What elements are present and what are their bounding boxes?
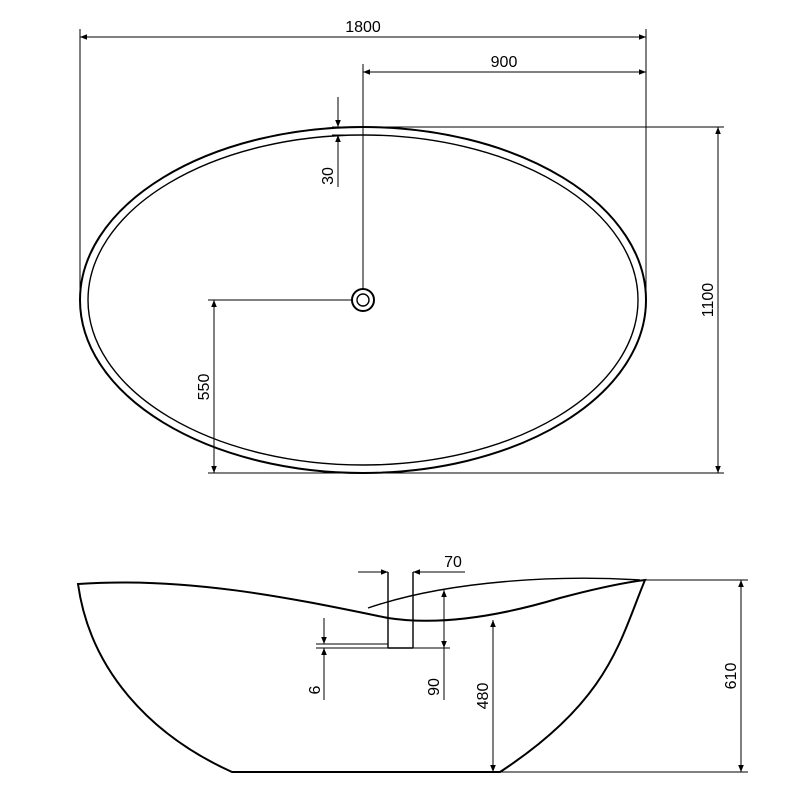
top-view: 1800 900 30 1100 550 [79,19,724,474]
drain-inner [356,293,370,307]
dim-label-overflow-depth: 90 [426,678,443,696]
dim-label-overflow-width: 70 [444,554,462,571]
side-view: 70 6 90 480 610 [76,554,748,773]
dim-label-total-height: 610 [723,663,740,690]
tub-body-outline [76,578,647,773]
dim-label-half-width: 550 [196,374,213,401]
dim-label-length: 1800 [345,19,381,36]
dim-label-half-length: 900 [491,54,518,71]
dim-label-edge: 6 [307,685,324,694]
drain-outer [351,288,375,312]
dim-label-inner-height: 480 [475,683,492,710]
dim-label-width: 1100 [700,283,717,318]
dim-label-rim: 30 [320,167,337,185]
tub-inner-edge [367,577,641,609]
